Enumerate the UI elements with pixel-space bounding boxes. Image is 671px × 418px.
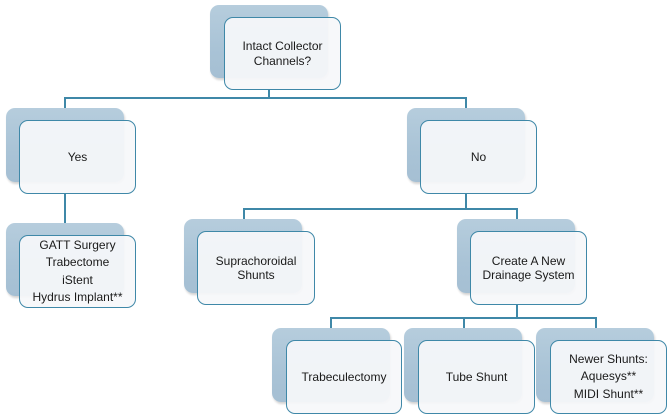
create-node-label: Create A New Drainage System [482, 253, 575, 282]
connector-yes-to-gatt [64, 194, 66, 235]
yes-node-label: Yes [67, 149, 88, 164]
gatt-node-label: GATT Surgery Trabectome iStent Hydrus Im… [32, 237, 123, 304]
yes-node: Yes [19, 120, 136, 194]
newer-node-label: Newer Shunts: Aquesys** MIDI Shunt** [569, 351, 648, 401]
tube-node-label: Tube Shunt [445, 369, 508, 384]
root-node-label: Intact Collector Channels? [242, 39, 323, 68]
connector-root-horizontal [64, 97, 466, 99]
trab-node-label: Trabeculectomy [301, 369, 387, 384]
supra-node: Suprachoroidal Shunts [197, 231, 315, 305]
connector-no-horizontal [243, 208, 517, 210]
no-node-label: No [470, 149, 487, 164]
tube-node: Tube Shunt [418, 340, 535, 414]
newer-node: Newer Shunts: Aquesys** MIDI Shunt** [550, 340, 667, 414]
gatt-node: GATT Surgery Trabectome iStent Hydrus Im… [19, 235, 136, 308]
no-node: No [420, 120, 537, 194]
root-node: Intact Collector Channels? [224, 17, 341, 90]
connector-root-down [268, 90, 270, 98]
supra-node-label: Suprachoroidal Shunts [215, 253, 297, 282]
create-node: Create A New Drainage System [470, 231, 587, 305]
connector-no-down [465, 194, 467, 209]
connector-create-down [516, 305, 518, 318]
trab-node: Trabeculectomy [286, 340, 402, 414]
